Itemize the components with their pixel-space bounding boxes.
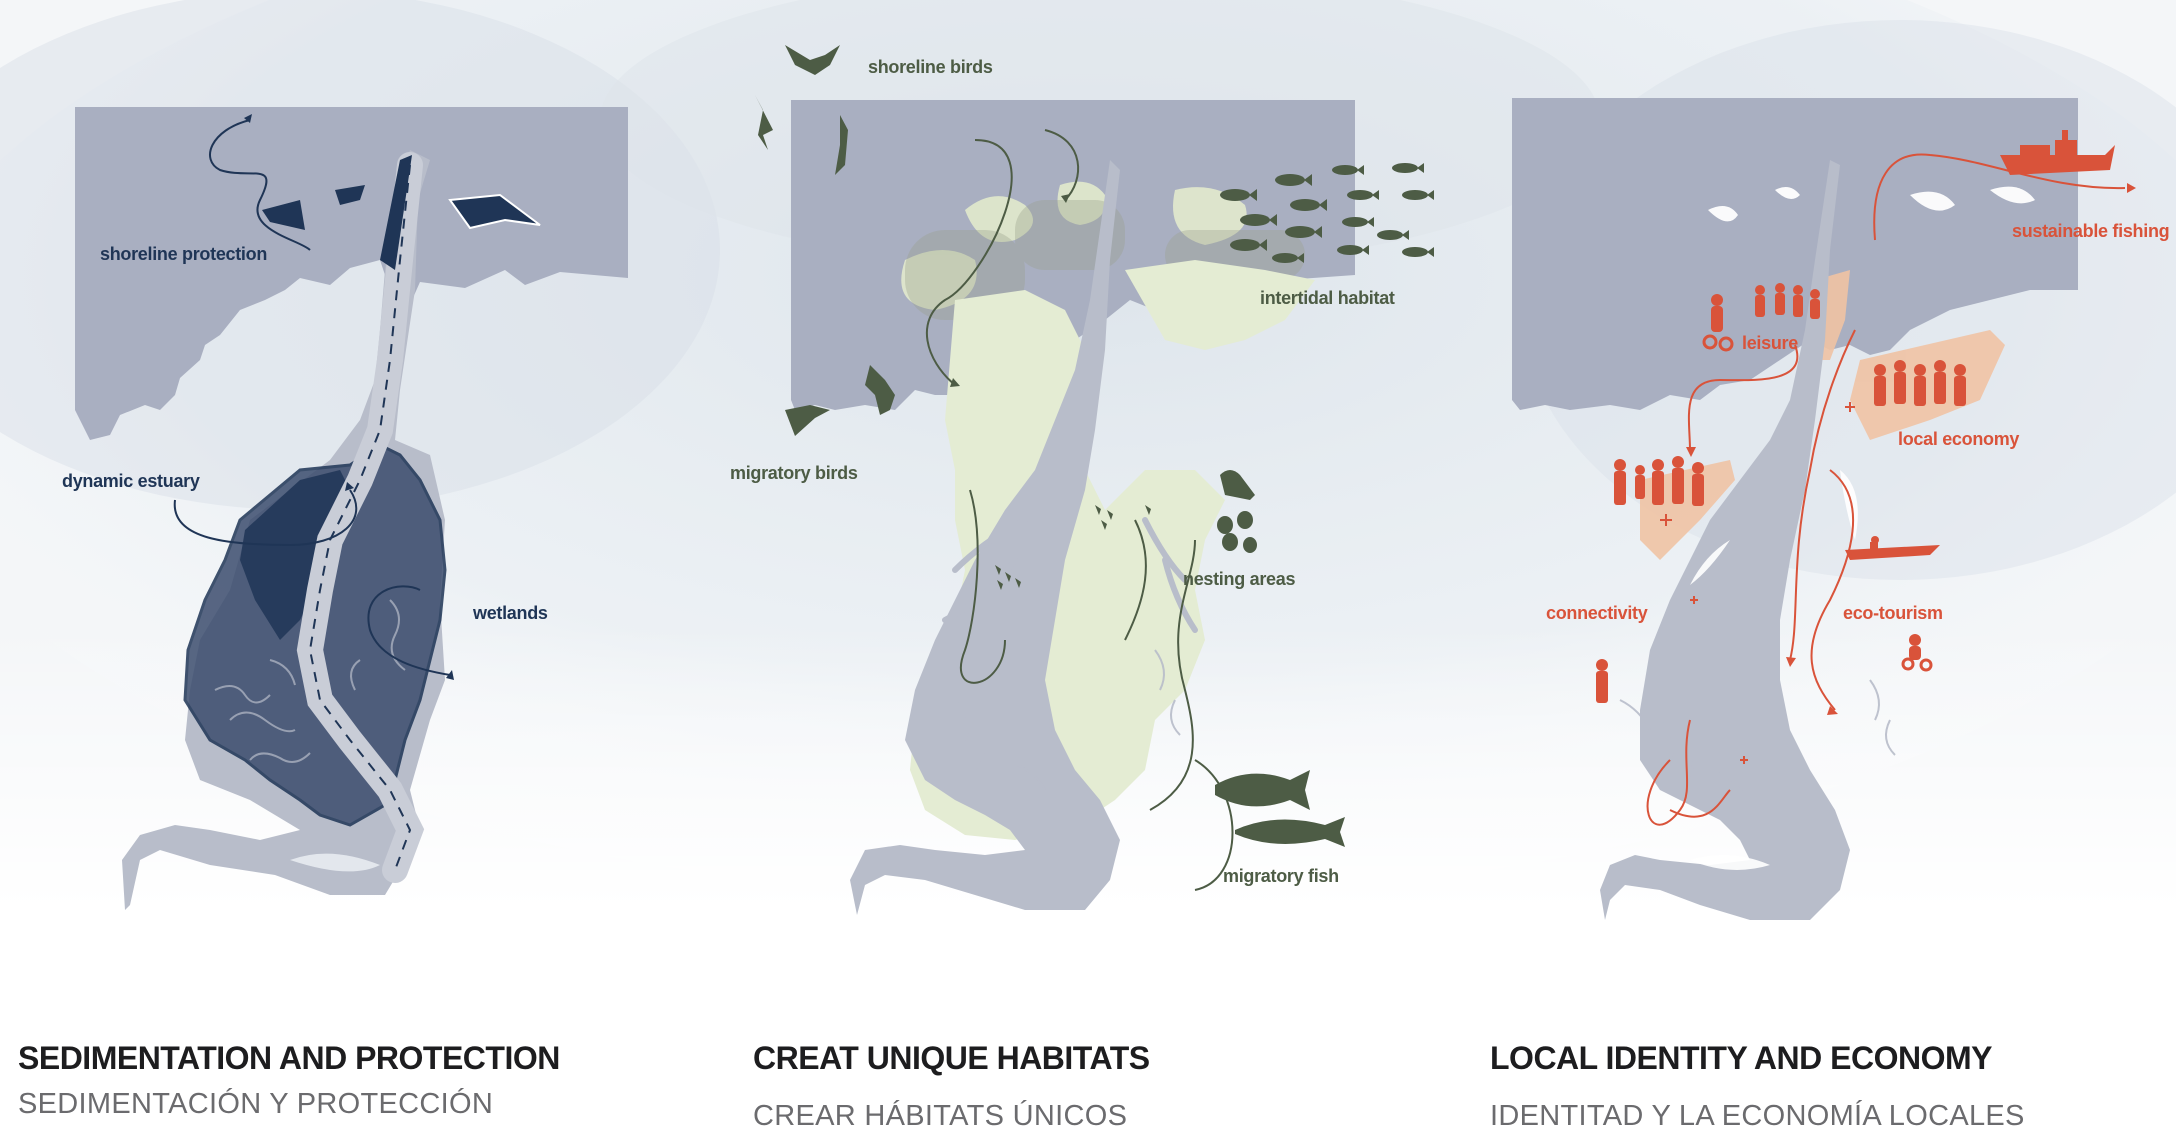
panel-title: CREAT UNIQUE HABITATS xyxy=(753,1040,1150,1076)
label-nesting-areas: nesting areas xyxy=(1183,569,1296,589)
egg-icon xyxy=(1217,511,1257,553)
flow-arrow xyxy=(1687,344,1799,451)
fish-icon xyxy=(1215,770,1345,847)
people-icon xyxy=(1874,360,1966,406)
cyclist-icon xyxy=(1901,634,1933,672)
panel-identity: sustainable fishing leisure local econom… xyxy=(1450,0,2175,1136)
habitats-map xyxy=(755,45,1434,915)
boat-icon xyxy=(2000,130,2115,175)
estuary-land xyxy=(1600,160,1850,920)
panel-subtitle: SEDIMENTACIÓN Y PROTECCIÓN xyxy=(18,1088,494,1120)
label-eco-tourism: eco-tourism xyxy=(1843,603,1943,623)
label-wetlands: wetlands xyxy=(473,603,548,623)
flow-arrow xyxy=(959,489,1006,684)
island xyxy=(335,185,365,205)
sea-area xyxy=(75,107,628,440)
bird-icon xyxy=(1220,470,1255,500)
label-sustainable-fishing: sustainable fishing xyxy=(2012,221,2170,241)
people-icon xyxy=(1755,283,1820,319)
flow-arrow xyxy=(926,139,1013,386)
panel-sedimentation: shoreline protection dynamic estuary wet… xyxy=(0,0,725,1136)
fish-icon xyxy=(1220,163,1434,263)
people-icon xyxy=(1596,659,1608,703)
flow-arrow xyxy=(1149,539,1196,811)
flow-arrow xyxy=(1124,519,1147,641)
flow-arrow xyxy=(209,119,311,251)
sea-area xyxy=(791,100,1355,410)
panel-title: LOCAL IDENTITY AND ECONOMY xyxy=(1490,1040,1992,1076)
panel-habitats: shoreline birds intertidal habitat migra… xyxy=(725,0,1450,1136)
label-shoreline-birds: shoreline birds xyxy=(868,57,993,77)
flow-arrow xyxy=(1789,329,1856,661)
flow-arrow xyxy=(173,489,358,547)
flow-arrow xyxy=(1669,789,1731,818)
label-shoreline-protection: shoreline protection xyxy=(100,244,268,264)
label-intertidal-habitat: intertidal habitat xyxy=(1260,288,1395,308)
label-migratory-birds: migratory birds xyxy=(730,463,858,483)
bird-icon xyxy=(755,45,895,436)
label-leisure: leisure xyxy=(1742,333,1798,353)
flow-arrow xyxy=(1194,759,1234,891)
flow-arrow xyxy=(1810,469,1854,711)
panel-title: SEDIMENTATION AND PROTECTION xyxy=(18,1040,560,1076)
flow-arrow xyxy=(1044,129,1079,201)
boat-icon xyxy=(1845,536,1940,560)
label-local-economy: local economy xyxy=(1898,429,2020,449)
flow-arrow xyxy=(1873,153,2126,241)
panel-subtitle: CREAR HÁBITATS ÚNICOS xyxy=(753,1100,1128,1132)
people-icon xyxy=(1614,456,1704,506)
estuary-land xyxy=(850,160,1120,915)
identity-map xyxy=(1512,98,2136,920)
label-connectivity: connectivity xyxy=(1546,603,1648,623)
island xyxy=(262,200,305,230)
cyclist-icon xyxy=(1702,294,1734,352)
intertidal-habitat xyxy=(901,181,1247,310)
panel-subtitle: IDENTITAD Y LA ECONOMÍA LOCALES xyxy=(1490,1100,2025,1132)
jetty xyxy=(380,155,412,270)
island xyxy=(448,193,541,230)
flow-arrow xyxy=(367,585,451,676)
sea-area xyxy=(1512,98,2078,410)
label-dynamic-estuary: dynamic estuary xyxy=(62,471,200,491)
label-migratory-fish: migratory fish xyxy=(1223,866,1339,886)
sedimentation-map xyxy=(75,107,628,910)
